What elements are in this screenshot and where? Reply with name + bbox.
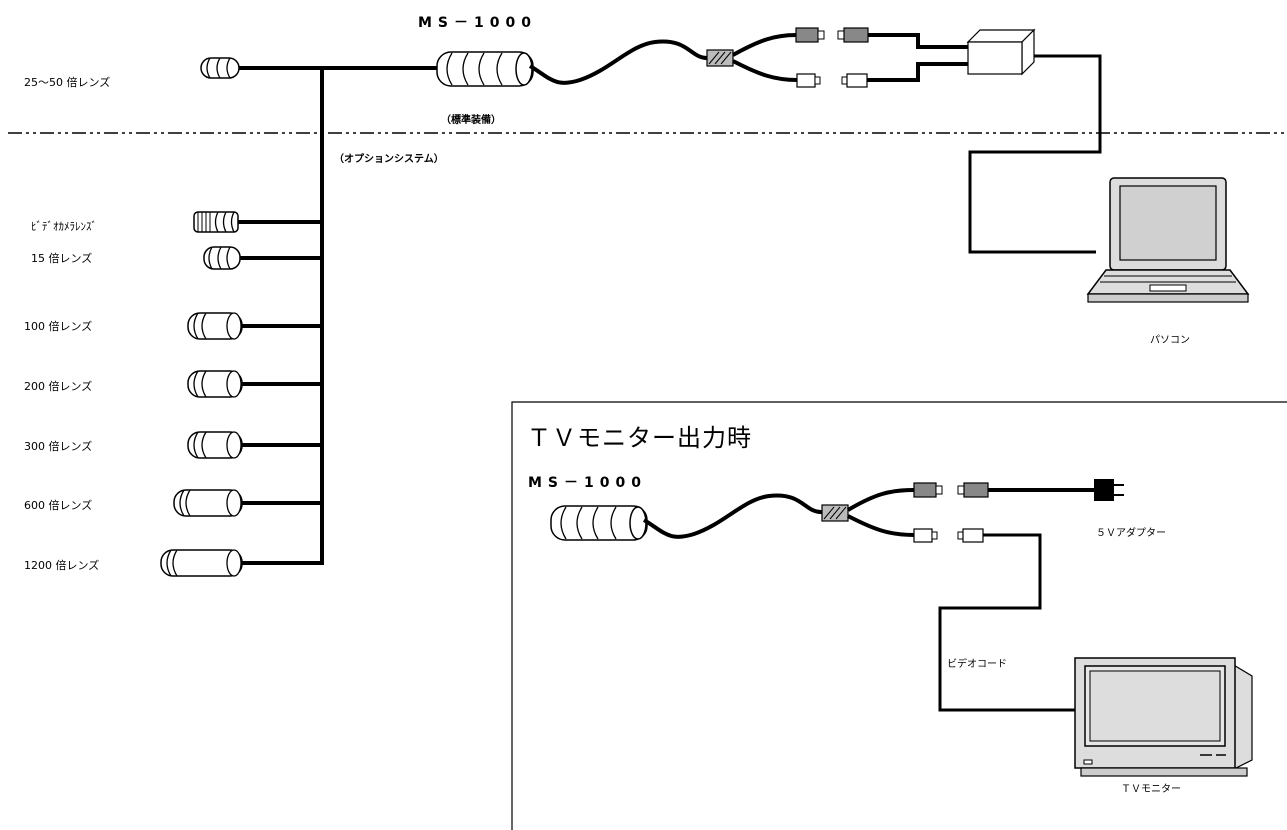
tv-splitter-lower xyxy=(847,514,915,537)
lens-1200x-icon xyxy=(160,549,243,577)
capture-box-icon xyxy=(966,28,1036,76)
tv-camera-icon xyxy=(550,505,648,541)
lens-label: 600 倍レンズ xyxy=(24,499,93,512)
video-to-box-line xyxy=(867,62,968,82)
lens-200x-icon xyxy=(187,370,243,398)
lens-100x-icon xyxy=(187,312,243,340)
tv-splitter-icon xyxy=(821,504,849,522)
lens-label: 100 倍レンズ xyxy=(24,320,93,333)
tv-splitter-upper xyxy=(846,488,915,512)
lens-15x-icon xyxy=(203,246,241,270)
video-connector-icon xyxy=(796,73,868,88)
lens-300x-icon xyxy=(187,431,243,459)
video-cord-line xyxy=(938,533,1075,712)
tv-video-connector-icon xyxy=(913,528,984,543)
power-adapter-icon xyxy=(1094,479,1124,501)
tv-model-title: MS－1000 xyxy=(528,475,647,491)
standard-equipment-label: （標準装備） xyxy=(441,115,501,126)
lens-videocamera-icon xyxy=(193,211,239,233)
lens-label: 300 倍レンズ xyxy=(24,440,93,453)
laptop-icon xyxy=(1086,177,1250,303)
model-title: MS－1000 xyxy=(418,15,537,31)
pc-label: パソコン xyxy=(1150,335,1190,346)
box-to-pc-line xyxy=(968,54,1102,254)
lens-label: 25～50 倍レンズ xyxy=(24,76,111,89)
tv-panel-frame xyxy=(511,401,1287,830)
camera-ms1000-icon xyxy=(436,51,534,87)
lens-label: 200 倍レンズ xyxy=(24,380,93,393)
usb-to-box-line xyxy=(868,33,968,49)
lens-label: 15 倍レンズ xyxy=(31,252,93,265)
tv-monitor-icon xyxy=(1074,657,1253,777)
tv-power-connector-icon xyxy=(913,482,989,498)
tv-panel-title: ＴＶモニター出力時 xyxy=(527,424,752,452)
tv-camera-cable xyxy=(642,493,825,539)
tv-monitor-label: ＴＶモニター xyxy=(1121,784,1181,795)
splitter-branch-lower xyxy=(732,59,798,82)
splitter-branch-upper xyxy=(732,33,797,57)
cable-splitter-icon xyxy=(706,49,734,67)
adapter-label: ５Ｖアダプター xyxy=(1096,528,1166,539)
lens-25-50-icon xyxy=(200,57,240,79)
lens-600x-icon xyxy=(173,489,243,517)
option-system-label: （オプションシステム） xyxy=(334,154,444,165)
camera-cable xyxy=(528,39,711,85)
usb-connector-icon xyxy=(795,27,869,43)
lens-label: ﾋﾞﾃﾞｵｶﾒﾗﾚﾝｽﾞ xyxy=(31,220,97,233)
video-cord-label: ビデオコード xyxy=(947,659,1007,670)
lens-label: 1200 倍レンズ xyxy=(24,559,100,572)
